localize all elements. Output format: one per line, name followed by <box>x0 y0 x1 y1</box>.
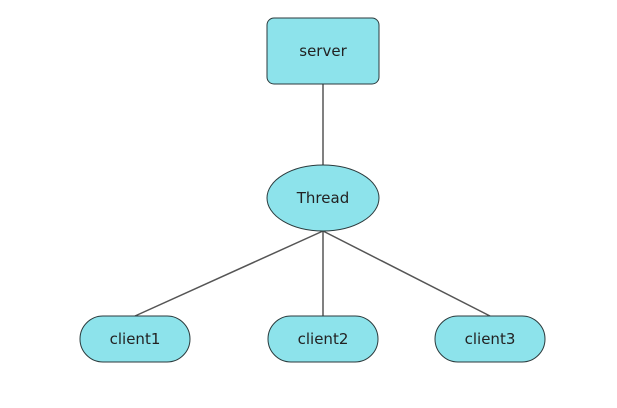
client2-node: client2 <box>267 315 379 363</box>
thread-ellipse <box>266 164 380 232</box>
client1-node: client1 <box>79 315 191 363</box>
edge-thread-client1 <box>134 230 324 317</box>
client1-pill <box>79 315 191 363</box>
client3-label: client3 <box>465 330 516 348</box>
server-label: server <box>299 42 347 60</box>
thread-node: Thread <box>266 164 380 232</box>
client1-label: client1 <box>110 330 161 348</box>
server-box <box>266 17 380 85</box>
client3-node: client3 <box>434 315 546 363</box>
client2-label: client2 <box>298 330 349 348</box>
client2-pill <box>267 315 379 363</box>
edge-thread-client3 <box>322 230 491 317</box>
server-node: server <box>266 17 380 85</box>
thread-label: Thread <box>296 189 349 207</box>
edges <box>134 84 491 317</box>
client3-pill <box>434 315 546 363</box>
